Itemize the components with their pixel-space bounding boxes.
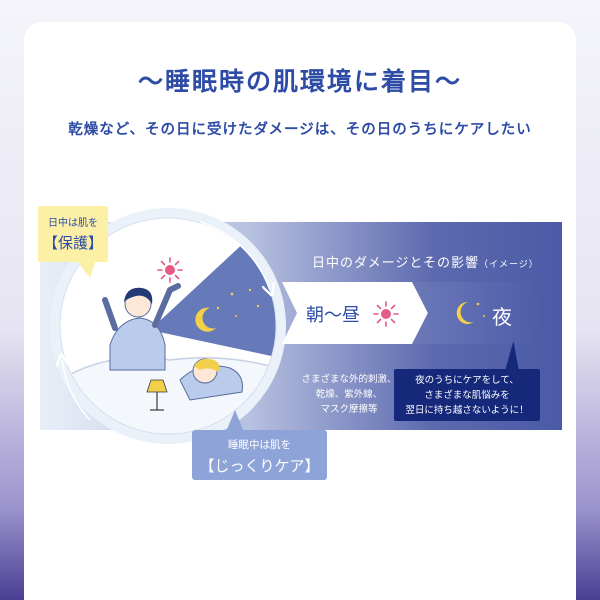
woman-stretching-figure (102, 283, 181, 371)
bedside-lamp-icon (146, 379, 168, 411)
sleep-bubble-line1: 睡眠中は肌を (228, 439, 291, 451)
day-protect-bubble: 日中は肌を 【保護】 (38, 206, 108, 262)
title-area: 〜睡眠時の肌環境に着目〜 (0, 62, 600, 102)
night-stage-label: 夜 (492, 305, 512, 329)
crescent-moon-icon (456, 301, 485, 324)
day-damage-line: マスク摩擦等 (320, 404, 378, 415)
sun-icon (157, 257, 183, 283)
day-damage-line: さまざまな外的刺激、 (301, 374, 397, 385)
night-care-note: 夜のうちにケアをして、 さまざまな肌悩みを 翌日に持ち越さないように！ (394, 369, 540, 421)
page-title: 〜睡眠時の肌環境に着目〜 (134, 62, 466, 102)
night-note-line: 夜のうちにケアをして、 (415, 375, 519, 386)
day-stage-label: 朝〜昼 (306, 305, 360, 326)
day-stage-arrow (282, 282, 432, 344)
cycle-inner-ring (59, 217, 277, 435)
day-damage-line: 乾燥、紫外線、 (315, 389, 383, 400)
night-stage-arrow (412, 282, 544, 344)
day-bubble-line2: 【保護】 (42, 234, 103, 252)
page-subtitle: 乾燥など、その日に受けたダメージは、その日のうちにケアしたい (68, 122, 532, 138)
sleeping-figure (179, 358, 243, 401)
sun-icon (373, 301, 399, 327)
cycle-arrow-bottom (62, 360, 91, 421)
night-note-line: 翌日に持ち越さないように！ (405, 405, 529, 416)
timeline-heading-text: 日中のダメージとその影響 (312, 256, 479, 271)
day-bubble-line1: 日中は肌を (48, 218, 98, 229)
day-damage-text: さまざまな外的刺激、 乾燥、紫外線、 マスク摩擦等 (294, 372, 404, 417)
star-icon (230, 288, 260, 317)
cycle-arrow-top (199, 221, 270, 290)
night-note-line: さまざまな肌悩みを (424, 390, 510, 401)
timeline-heading: 日中のダメージとその影響（イメージ） (312, 252, 539, 271)
timeline-heading-note: （イメージ） (478, 260, 539, 270)
sleep-bubble-line2: 【じっくりケア】 (199, 457, 320, 475)
sleep-care-bubble: 睡眠中は肌を 【じっくりケア】 (192, 430, 327, 480)
crescent-moon-icon (195, 306, 220, 332)
